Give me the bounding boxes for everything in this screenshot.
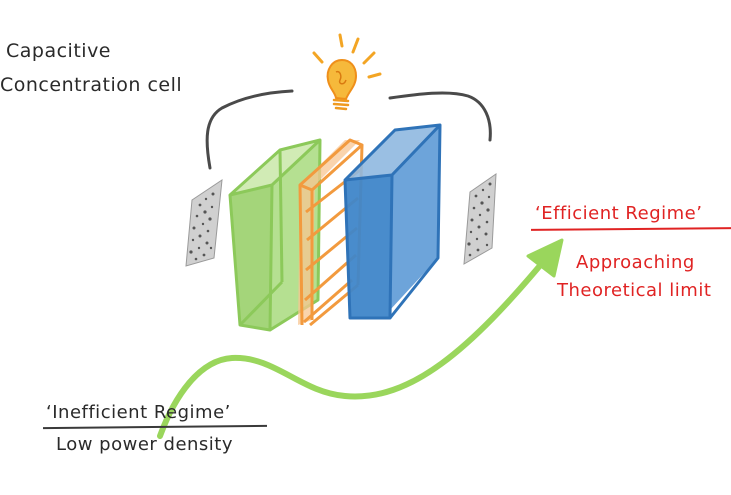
inefficient-regime-title: ‘Inefficient Regime’ (46, 402, 231, 423)
efficient-subtitle-line1: Approaching (576, 252, 695, 273)
cell-title-line1: Capacitive (6, 40, 112, 62)
blue-chamber (343, 123, 442, 320)
left-wire (205, 89, 294, 170)
left-electrode (185, 178, 223, 267)
right-wire (388, 91, 492, 142)
right-electrode (463, 173, 497, 265)
curved-arrow (157, 238, 564, 439)
cell-title-line2: Concentration cell (0, 74, 183, 96)
lightbulb-icon (312, 33, 382, 111)
efficient-subtitle-line2: Theoretical limit (557, 280, 712, 301)
inefficient-subtitle: Low power density (56, 434, 234, 455)
efficient-regime-title: ‘Efficient Regime’ (535, 203, 703, 224)
